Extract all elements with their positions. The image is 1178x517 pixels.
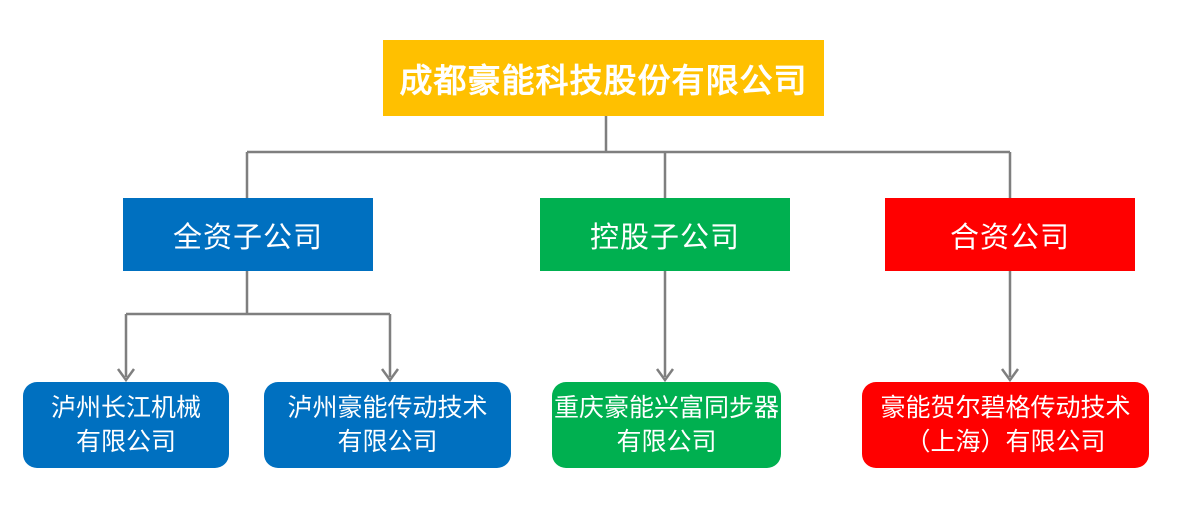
org-node-label-line: 重庆豪能兴富同步器 (553, 394, 779, 422)
org-node-root-label: 成都豪能科技股份有限公司 (399, 62, 808, 99)
org-node-label-line: 有限公司 (337, 428, 438, 456)
org-node-label-line: 有限公司 (616, 428, 717, 456)
org-node-label: 合资公司 (949, 221, 1070, 254)
org-node-label-line: 有限公司 (75, 428, 176, 456)
org-node-wholly-owned-subsidiaries: 全资子公司 (123, 198, 373, 271)
org-node-label-line: （上海）有限公司 (905, 428, 1106, 456)
org-node-root: 成都豪能科技股份有限公司 (383, 40, 824, 116)
connector-wholly-owned-branch (124, 271, 392, 377)
org-node-holding-subsidiaries: 控股子公司 (540, 198, 790, 271)
org-node-label: 全资子公司 (172, 221, 323, 254)
connector-root-to-categories (245, 116, 1012, 198)
org-node-company-chongqing-haoneng: 重庆豪能兴富同步器 有限公司 (552, 382, 781, 468)
arrow-down-icon (116, 368, 136, 383)
org-node-company-hoerbiger-shanghai: 豪能贺尔碧格传动技术 （上海）有限公司 (862, 382, 1149, 468)
org-node-joint-ventures: 合资公司 (885, 198, 1135, 271)
org-node-label-line: 豪能贺尔碧格传动技术 (880, 394, 1131, 422)
arrow-down-icon (655, 368, 675, 383)
arrow-down-icon (1000, 368, 1020, 383)
org-node-company-luzhou-haoneng: 泸州豪能传动技术 有限公司 (264, 382, 511, 468)
org-node-label-line: 泸州豪能传动技术 (287, 394, 488, 422)
org-node-label: 控股子公司 (589, 221, 740, 254)
arrow-down-icon (380, 368, 400, 383)
org-node-label-line: 泸州长江机械 (50, 394, 201, 422)
org-node-company-luzhou-changjiang: 泸州长江机械 有限公司 (23, 382, 229, 468)
